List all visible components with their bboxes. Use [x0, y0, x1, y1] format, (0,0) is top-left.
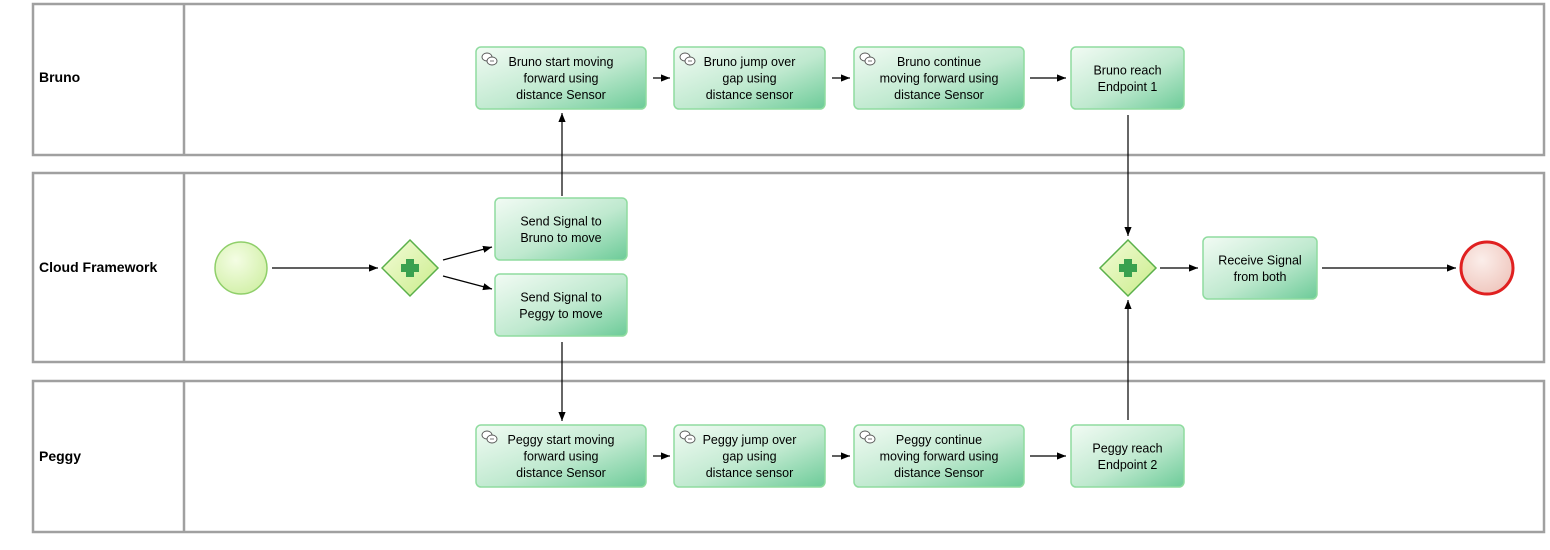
lane-label-cloud-framework: Cloud Framework: [39, 259, 157, 275]
user-task-icon: [679, 52, 696, 66]
task-box: [853, 46, 1025, 110]
task-label-line: Receive Signal: [1218, 253, 1301, 267]
task-label-line: Bruno reach: [1093, 63, 1161, 77]
task-label-line: forward using: [523, 72, 598, 86]
task-label-line: Bruno continue: [897, 55, 981, 69]
task-label-line: Peggy start moving: [508, 433, 615, 447]
task-label-line: Peggy jump over: [703, 433, 797, 447]
task-label-line: Peggy reach: [1092, 441, 1162, 455]
task-box: [673, 424, 826, 488]
task-label-line: Peggy to move: [519, 307, 602, 321]
flow-split-to-send-bruno: [442, 245, 493, 261]
task-peggy-jump[interactable]: Peggy jump over gap using distance sensor: [673, 424, 826, 488]
task-label-line: Bruno to move: [520, 231, 601, 245]
sequence-flows: [272, 74, 1456, 460]
task-label-line: Bruno start moving: [509, 55, 614, 69]
task-receive-signal[interactable]: Receive Signal from both: [1202, 236, 1318, 300]
lane-label-bruno: Bruno: [39, 69, 80, 85]
task-label-line: gap using: [722, 72, 776, 86]
task-bruno-continue[interactable]: Bruno continue moving forward using distan…: [853, 46, 1025, 110]
task-box: [1070, 46, 1185, 110]
task-label-line: moving forward using: [880, 450, 999, 464]
task-peggy-start[interactable]: Peggy start moving forward using distance …: [475, 424, 647, 488]
task-label-line: distance sensor: [706, 88, 794, 102]
user-task-icon: [859, 52, 876, 66]
task-label-line: from both: [1234, 270, 1287, 284]
task-label-line: Endpoint 1: [1098, 80, 1158, 94]
task-label-line: gap using: [722, 450, 776, 464]
task-label-line: distance sensor: [706, 466, 794, 480]
user-task-icon: [481, 430, 498, 444]
task-label-line: Endpoint 2: [1098, 458, 1158, 472]
plus-icon: [401, 259, 419, 277]
task-label-line: Peggy continue: [896, 433, 982, 447]
task-label-line: Send Signal to: [520, 290, 601, 304]
task-label-line: Send Signal to: [520, 214, 601, 228]
tasks: Bruno start moving forward using distance …: [475, 46, 1318, 488]
parallel-gateway-join[interactable]: [1098, 238, 1158, 298]
task-box: [1070, 424, 1185, 488]
task-box: [494, 273, 628, 337]
plus-icon: [1119, 259, 1137, 277]
task-box: [853, 424, 1025, 488]
task-label-line: distance Sensor: [516, 88, 606, 102]
user-task-icon: [859, 430, 876, 444]
end-event[interactable]: [1459, 240, 1515, 296]
task-label-line: distance Sensor: [516, 466, 606, 480]
task-label-line: Bruno jump over: [704, 55, 796, 69]
start-event[interactable]: [214, 241, 268, 295]
task-send-signal-peggy[interactable]: Send Signal to Peggy to move: [494, 273, 628, 337]
task-bruno-jump[interactable]: Bruno jump over gap using distance sensor: [673, 46, 826, 110]
task-bruno-start[interactable]: Bruno start moving forward using distance …: [475, 46, 647, 110]
user-task-icon: [679, 430, 696, 444]
user-task-icon: [481, 52, 498, 66]
task-box: [673, 46, 826, 110]
task-label-line: distance Sensor: [894, 88, 984, 102]
task-box: [1202, 236, 1318, 300]
task-box: [475, 46, 647, 110]
task-send-signal-bruno[interactable]: Send Signal to Bruno to move: [494, 197, 628, 261]
flow-split-to-send-peggy: [442, 275, 493, 291]
task-label-line: distance Sensor: [894, 466, 984, 480]
parallel-gateway-split[interactable]: [380, 238, 440, 298]
task-peggy-continue[interactable]: Peggy continue moving forward using distan…: [853, 424, 1025, 488]
lane-label-peggy: Peggy: [39, 448, 81, 464]
task-label-line: moving forward using: [880, 72, 999, 86]
task-label-line: forward using: [523, 450, 598, 464]
task-box: [475, 424, 647, 488]
task-box: [494, 197, 628, 261]
